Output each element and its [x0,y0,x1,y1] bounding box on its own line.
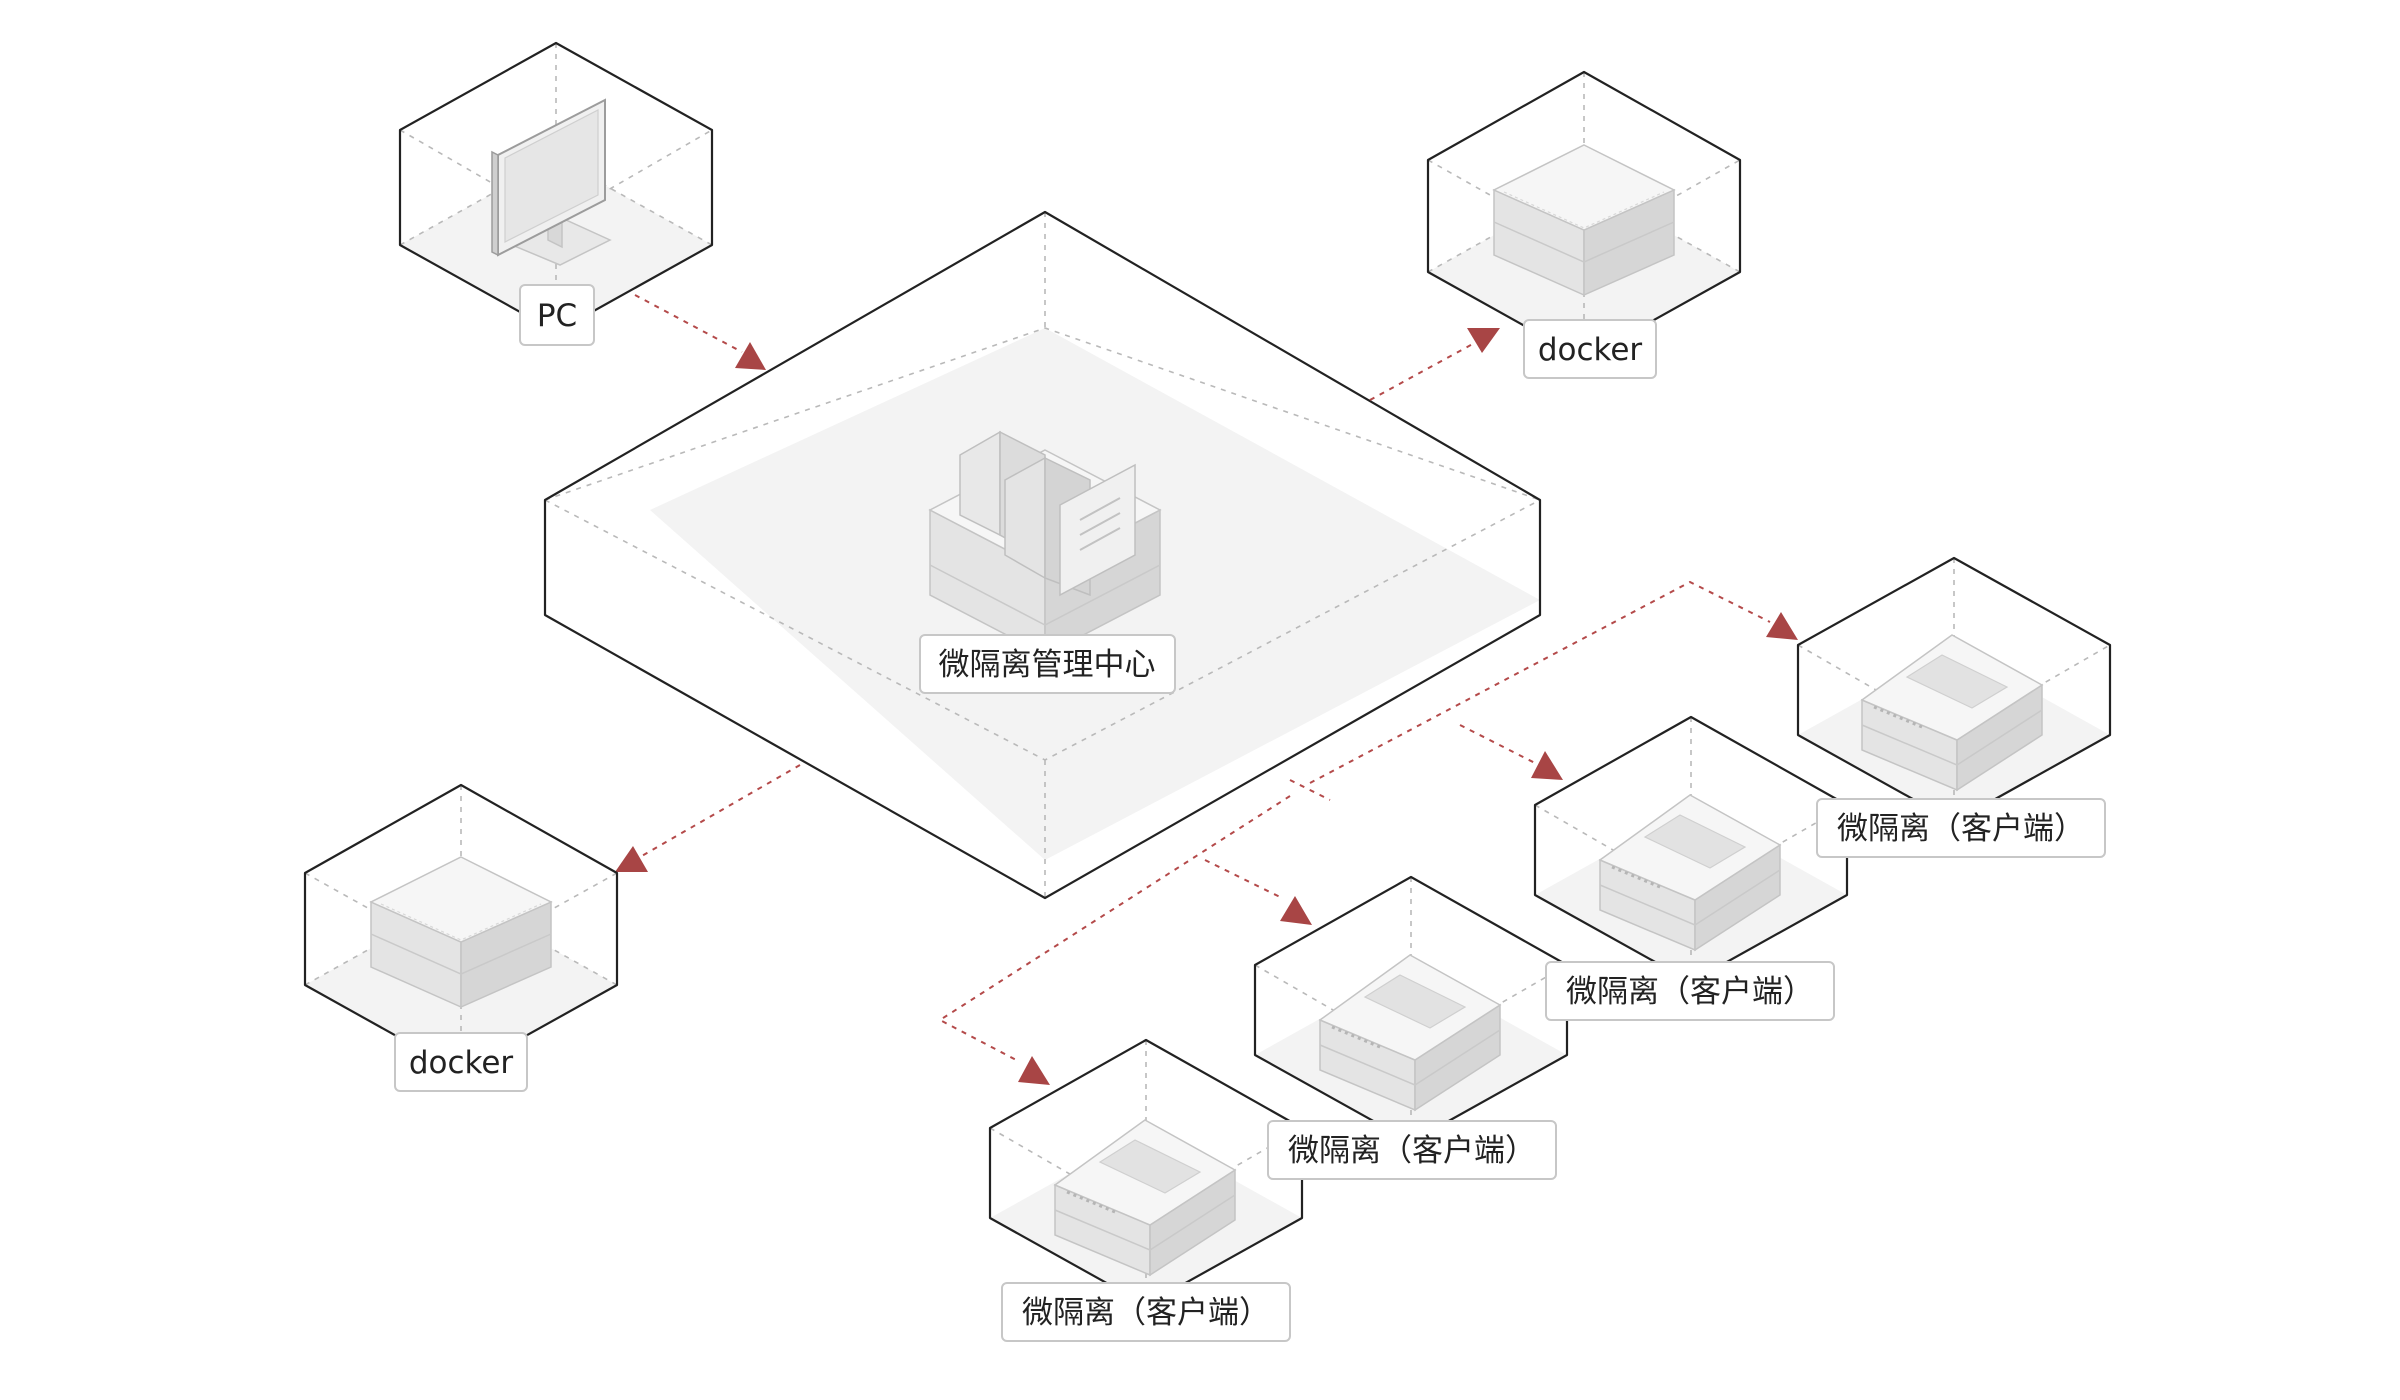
label-pc-text: PC [537,298,577,334]
monitor-icon [491,98,612,266]
arrow-center-to-docker-left [615,846,648,872]
label-docker-left-text: docker [409,1045,514,1081]
label-client-1-text: 微隔离（客户端） [1837,811,2085,847]
arrow-center-to-docker-top [1467,328,1500,353]
arrow-bus-to-client-4 [1018,1056,1050,1085]
label-docker-left: docker [394,1032,528,1092]
connectors [615,294,1798,1085]
label-client-4: 微隔离（客户端） [1001,1282,1291,1342]
server-rack-icon [928,430,1162,657]
label-center-text: 微隔离管理中心 [939,647,1156,683]
label-docker-top: docker [1523,319,1657,379]
label-pc: PC [519,284,595,346]
arrow-center-to-client-2 [1531,751,1563,780]
arrow-pc-to-center [735,342,766,370]
label-client-2-text: 微隔离（客户端） [1566,974,1814,1010]
label-client-3-text: 微隔离（客户端） [1288,1133,1536,1169]
label-docker-top-text: docker [1538,332,1643,368]
arrow-center-to-client-3 [1280,896,1312,925]
label-client-2: 微隔离（客户端） [1545,961,1835,1021]
label-client-3: 微隔离（客户端） [1267,1120,1557,1180]
label-client-1: 微隔离（客户端） [1816,798,2106,858]
label-client-4-text: 微隔离（客户端） [1022,1295,1270,1331]
label-center: 微隔离管理中心 [919,634,1176,694]
arrow-bus-to-client-1 [1766,612,1798,640]
